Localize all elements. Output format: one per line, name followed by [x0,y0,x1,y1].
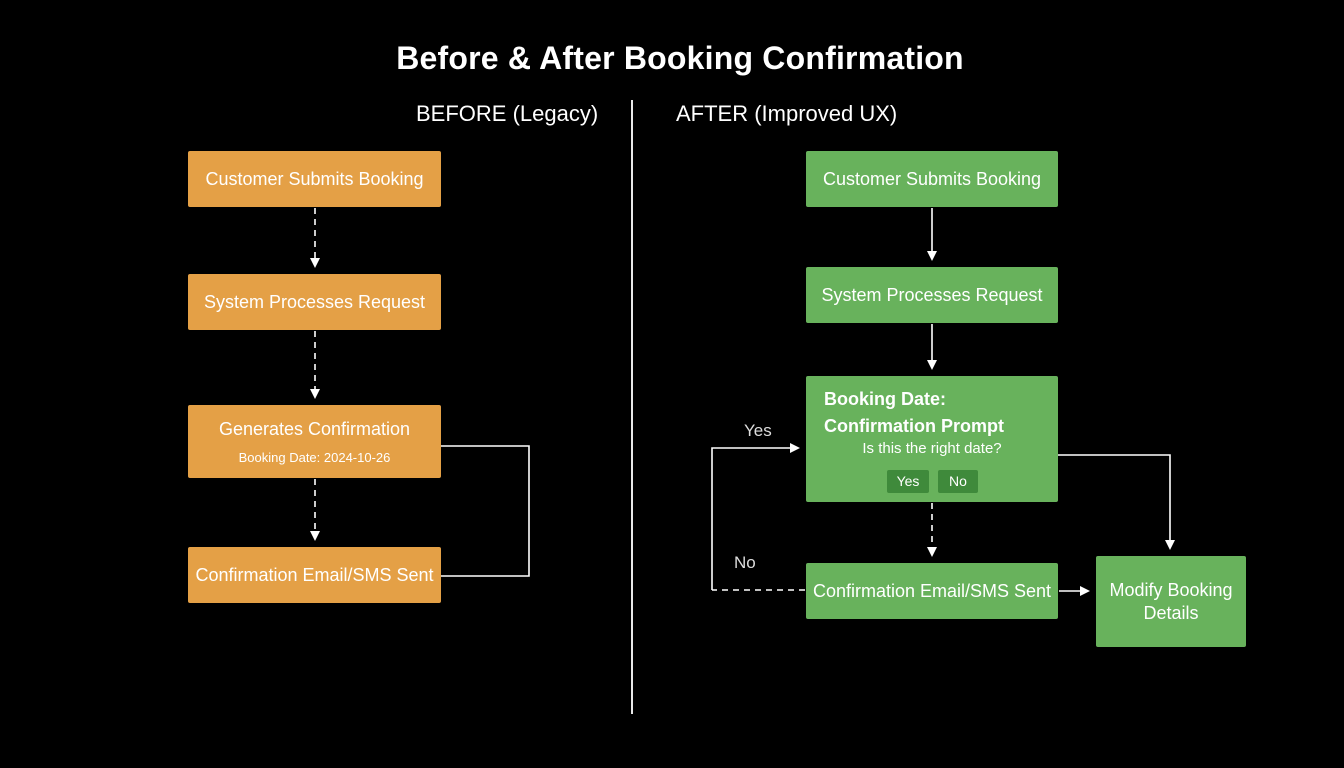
before-process-box: System Processes Request [188,274,441,330]
before-sent-label: Confirmation Email/SMS Sent [195,564,434,585]
prompt-title-line1: Booking Date: [824,389,947,409]
before-sent-box: Confirmation Email/SMS Sent [188,547,441,603]
edge-label-yes: Yes [744,421,772,440]
after-modify-box: Modify Booking Details [1096,556,1246,647]
column-divider [631,100,633,714]
after-submit-label: Customer Submits Booking [822,168,1042,189]
after-sent-box: Confirmation Email/SMS Sent [806,563,1058,619]
before-booking-date: Booking Date: 2024-10-26 [238,449,391,465]
before-process-label: System Processes Request [203,291,426,312]
before-generate-label: Generates Confirmation [218,418,411,439]
after-yes-loop-arrow [711,443,800,590]
after-process-box: System Processes Request [806,267,1058,323]
after-arrow-prompt-to-modify [1058,454,1175,550]
after-modify-label: Modify Booking Details [1109,579,1233,623]
prompt-title-line2: Confirmation Prompt [824,416,1004,436]
before-submit-box: Customer Submits Booking [188,151,441,207]
before-submit-label: Customer Submits Booking [205,168,424,189]
after-submit-box: Customer Submits Booking [806,151,1058,207]
prompt-no-button[interactable]: No [938,470,978,493]
before-generate-box: Generates Confirmation Booking Date: 202… [188,405,441,478]
after-sent-label: Confirmation Email/SMS Sent [812,580,1052,601]
edge-label-no: No [734,553,756,572]
before-heading: BEFORE (Legacy) [416,101,599,126]
before-loop-connector [441,445,530,577]
prompt-question: Is this the right date? [862,440,1002,457]
prompt-title: Booking Date: Confirmation Prompt [824,386,1004,440]
after-process-label: System Processes Request [821,284,1043,305]
after-prompt-box: Booking Date: Confirmation Prompt Is thi… [806,376,1058,502]
after-heading: AFTER (Improved UX) [676,101,898,126]
prompt-yes-button[interactable]: Yes [887,470,929,493]
diagram-title: Before & After Booking Confirmation [396,40,964,76]
